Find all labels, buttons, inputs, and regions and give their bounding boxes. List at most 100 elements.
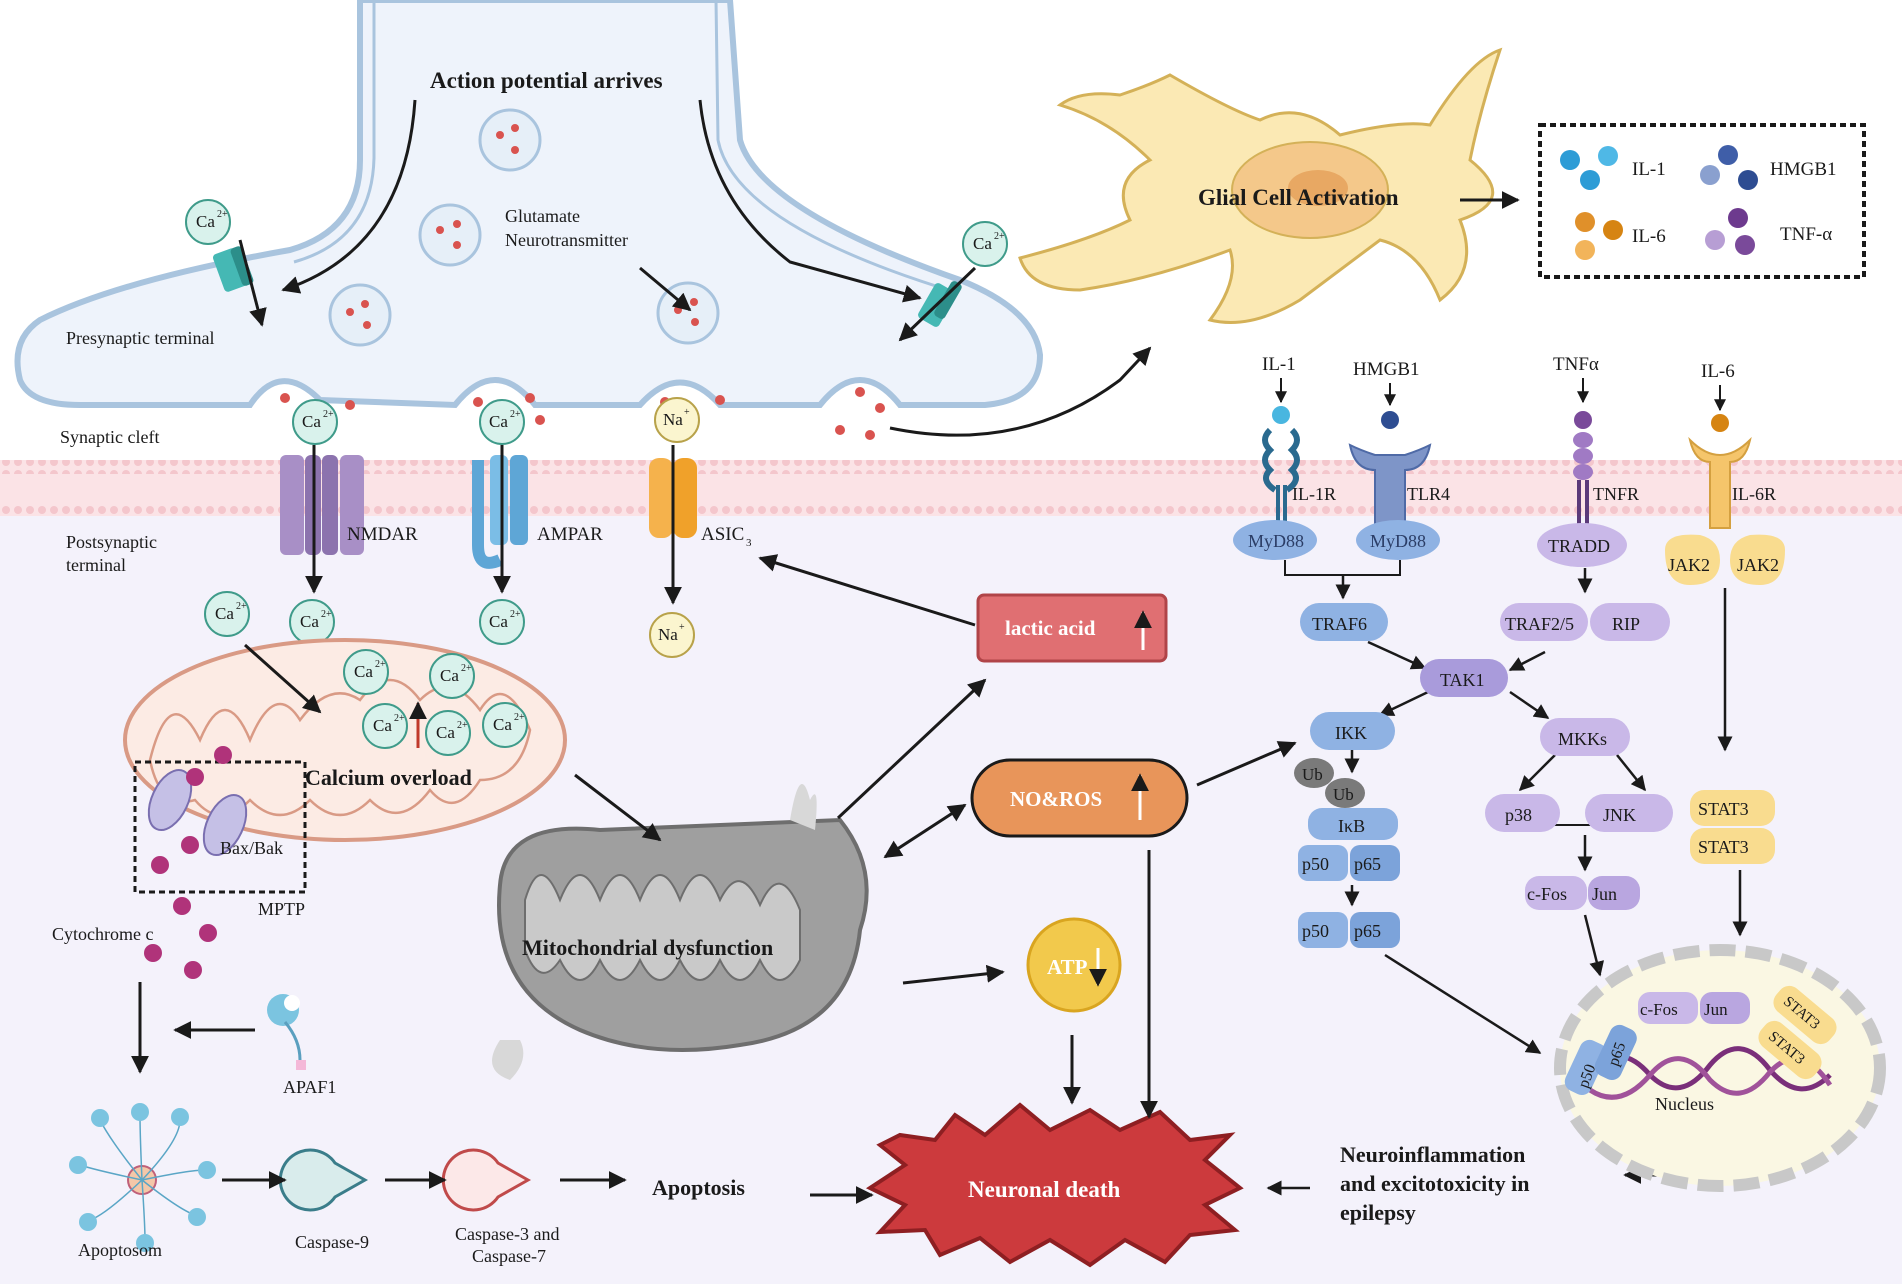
conclusion-line3: epilepsy [1340,1200,1416,1225]
asic-label: ASIC [701,524,744,545]
mito-dysfunction-label: Mitochondrial dysfunction [522,935,773,960]
ikb-label: IκB [1338,816,1365,836]
ca-sup: 2+ [514,712,525,723]
ca-label-nmdar: Ca [302,412,321,431]
ikk-node [1310,712,1395,750]
caspase37-label-1: Caspase-3 and [455,1224,559,1244]
tradd-label: TRADD [1548,536,1610,556]
arrow-icon [244,643,322,714]
apoptosis-label: Apoptosis [652,1175,745,1200]
atp-label: ATP [1047,955,1088,979]
apoptosom-icon [69,1103,216,1252]
damaged-mitochondrion-icon [492,784,869,1080]
presynaptic-label: Presynaptic terminal [66,328,214,348]
cytochrome-c-dots [144,746,232,979]
na-sup: + [679,622,685,633]
neuronal-death-label: Neuronal death [968,1177,1120,1202]
ligand-hmgb1: HMGB1 [1353,359,1420,380]
ca-sup: 2+ [510,409,521,420]
cytokine-icons [1560,145,1758,260]
mito-ca-3: Ca [373,716,392,735]
tak1-label: TAK1 [1440,670,1485,690]
tradd-node [1537,523,1627,567]
traf6-label: TRAF6 [1312,614,1367,634]
ca-sup: 2+ [457,720,468,731]
ca-label-nmdar-in: Ca [300,612,319,631]
rip-label: RIP [1612,614,1640,634]
stat3-label-1: STAT3 [1698,799,1749,819]
rip-node [1590,603,1670,641]
asic-receptor [649,458,697,538]
atp-circle [1026,917,1122,1013]
bax-bak-icon [147,769,248,856]
asic-sub: 3 [746,537,752,549]
presynaptic-terminal [14,0,1044,409]
ligand-il1: IL-1 [1262,354,1296,375]
il6r-label: IL-6R [1732,484,1776,504]
ca-label-pre-right: Ca [973,234,992,253]
p50-p65-complex-1 [1298,845,1400,881]
ca-sup: 2+ [394,713,405,724]
ca-sup: 2+ [461,663,472,674]
na-label-in: Na [658,625,678,644]
jnk-node [1585,794,1673,832]
postsynaptic-label: Postsynaptic [66,532,157,552]
nmdar-receptor [280,455,364,555]
arrow-icon [131,982,255,1074]
ca-sup: 2+ [236,601,247,612]
cytokine-box [1538,123,1866,279]
ca-label-cyto: Ca [215,604,234,623]
conclusion-line2: and excitotoxicity in [1340,1171,1529,1196]
nuclear-stat3 [1758,985,1837,1080]
action-potential-label: Action potential arrives [430,68,663,93]
arrow-icon [1266,568,1748,1196]
ca-label-ampar-in: Ca [489,612,508,631]
cfos-label-1: c-Fos [1527,884,1567,904]
arrow-icon [238,99,977,342]
mito-ca-2: Ca [440,666,459,685]
glutamate-label: Glutamate [505,206,580,226]
il1r-label: IL-1R [1292,484,1336,504]
il6r-receptor [1688,414,1752,529]
cytokine-il6-label: IL-6 [1632,226,1666,247]
ikb-node [1308,808,1398,840]
ampar-receptor [472,455,528,569]
jnk-label: JNK [1603,805,1636,825]
p65-label-2: p65 [1354,921,1381,941]
ca-channel-left [213,246,254,292]
lactic-acid-label: lactic acid [1005,616,1096,640]
lactic-acid-box [976,593,1168,663]
caspase9-label: Caspase-9 [295,1232,369,1252]
p50-p65-complex-2 [1298,912,1400,948]
cytokine-hmgb1-label: HMGB1 [1770,159,1837,180]
apaf1-icon [267,994,306,1070]
tnfr-label: TNFR [1593,484,1639,504]
ca-sup: 2+ [321,609,332,620]
cytokine-il1-label: IL-1 [1632,159,1666,180]
ub-label-1: Ub [1302,765,1323,784]
na-label-out: Na [663,410,683,429]
arrow-icon [574,346,1297,1119]
apoptosom-label: Apoptosom [78,1240,162,1260]
nuc-jun-label: Jun [1704,1000,1728,1019]
il1r-receptor [1262,406,1300,530]
p38-node [1485,794,1560,832]
ca-sup: 2+ [217,209,228,220]
arrow-icon [305,445,682,605]
ca-sup: 2+ [510,609,521,620]
tlr4-label: TLR4 [1407,484,1450,504]
synaptic-cleft-label: Synaptic cleft [60,427,159,447]
nuc-cfos-label: c-Fos [1640,1000,1678,1019]
no-ros-label: NO&ROS [1010,787,1102,811]
mkks-node [1540,718,1630,756]
nuclear-p50-p65 [1564,1024,1637,1096]
bax-bak-label: Bax/Bak [220,838,283,858]
double-arrow-icon [883,803,967,859]
traf6-node [1300,603,1388,641]
stat3-stack [1690,790,1775,864]
ca-label-ampar: Ca [489,412,508,431]
tnfr-receptor [1573,411,1593,528]
caspase37-label-2: Caspase-7 [472,1246,546,1266]
calcium-overload-label: Calcium overload [305,765,472,790]
